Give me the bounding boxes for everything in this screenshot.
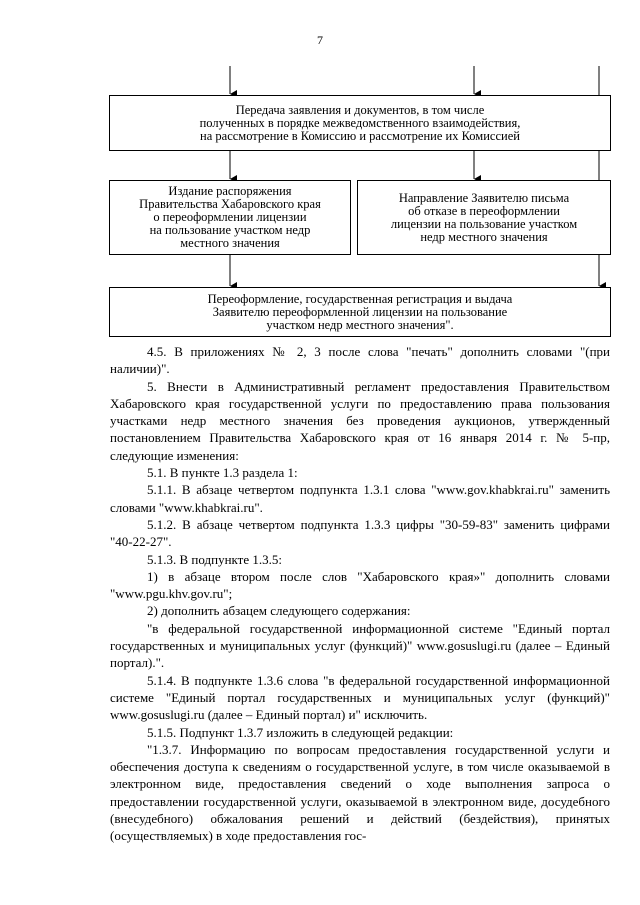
flow-box-refusal-line: об отказе в переоформлении: [408, 203, 560, 218]
flow-box-final-line: Переоформление, государственная регистра…: [207, 291, 513, 306]
paragraph: "1.3.7. Информацию по вопросам предостав…: [110, 741, 610, 844]
flow-box-transfer-line: полученных в порядке межведомственного в…: [199, 115, 521, 130]
paragraph: "в федеральной государственной информаци…: [110, 620, 610, 671]
flow-box-final-line: участком недр местного значения".: [266, 317, 454, 332]
paragraph: 5. Внести в Административный регламент п…: [110, 378, 610, 463]
flow-box-transfer: Передача заявления и документов, в том ч…: [109, 95, 611, 151]
document-body: 4.5. В приложениях № 2, 3 после слова "п…: [110, 343, 610, 845]
paragraph: 1) в абзаце втором после слов "Хабаровск…: [110, 568, 610, 602]
paragraph: 5.1.4. В подпункте 1.3.6 слова "в федера…: [110, 672, 610, 723]
paragraph: 5.1.1. В абзаце четвертом подпункта 1.3.…: [110, 482, 610, 515]
page-number: 7: [317, 33, 323, 47]
paragraph: 5.1.2. В абзаце четвертом подпункта 1.3.…: [110, 516, 610, 550]
flow-box-order-line: Правительства Хабаровского края: [139, 197, 321, 211]
flow-box-order-line: о переоформлении лицензии: [153, 210, 307, 224]
flow-box-final: Переоформление, государственная регистра…: [109, 287, 611, 337]
flow-box-refusal: Направление Заявителю письма об отказе в…: [357, 180, 611, 255]
paragraph: 5.1.3. В подпункте 1.3.5:: [147, 551, 282, 567]
paragraph: 2) дополнить абзацем следующего содержан…: [147, 603, 411, 619]
flow-box-transfer-line: на рассмотрение в Комиссию и рассмотрени…: [200, 128, 520, 143]
flow-box-refusal-line: недр местного значения: [420, 229, 548, 244]
flow-box-order: Издание распоряжения Правительства Хабар…: [109, 180, 351, 255]
paragraph: 5.1. В пункте 1.3 раздела 1:: [147, 465, 298, 481]
flow-box-order-line: на пользование участком недр: [149, 223, 311, 237]
flow-box-refusal-line: Направление Заявителю письма: [398, 190, 570, 205]
flow-box-final-line: Заявителю переоформленной лицензии на по…: [212, 304, 508, 319]
flow-box-order-line: местного значения: [180, 236, 280, 250]
flow-box-refusal-line: лицензии на пользование участком: [390, 216, 578, 231]
flow-box-order-line: Издание распоряжения: [168, 184, 292, 198]
paragraph: 4.5. В приложениях № 2, 3 после слова "п…: [110, 344, 610, 377]
paragraph: 5.1.5. Подпункт 1.3.7 изложить в следующ…: [147, 724, 454, 740]
flow-box-transfer-line: Передача заявления и документов, в том ч…: [235, 102, 485, 117]
